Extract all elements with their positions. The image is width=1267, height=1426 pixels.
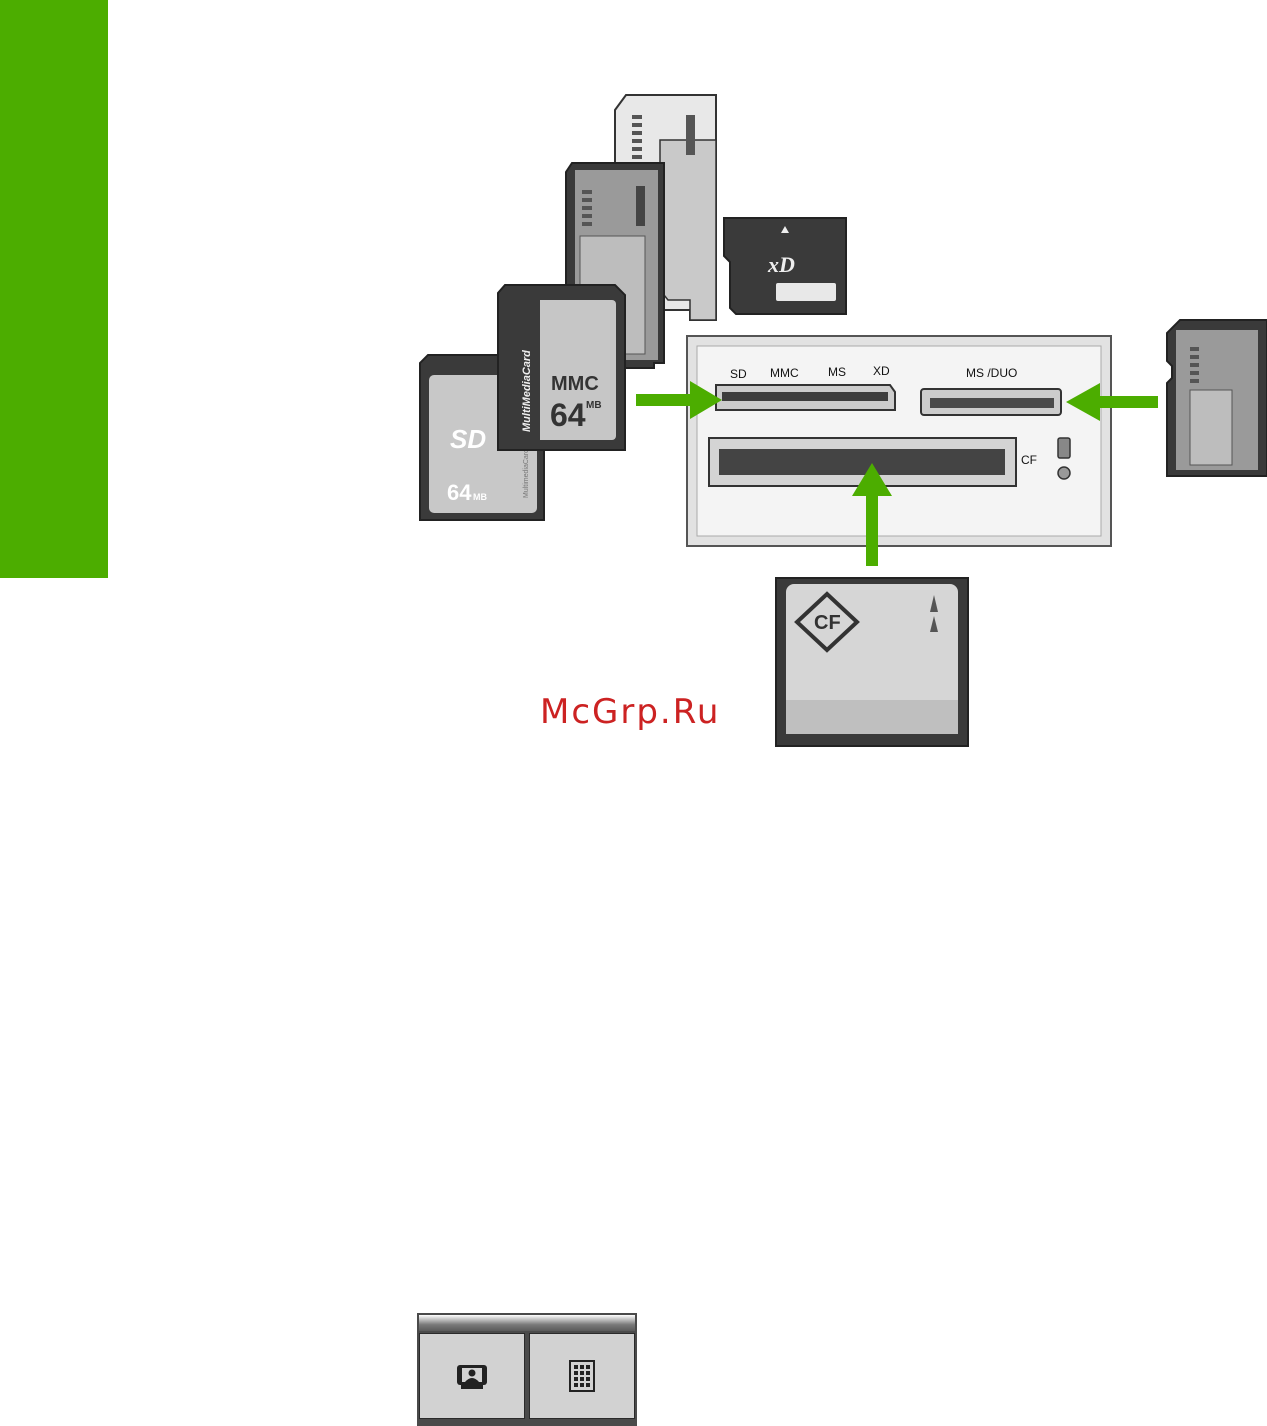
keypad-button[interactable]: [529, 1333, 635, 1419]
watermark: McGrp.Ru: [540, 692, 720, 732]
mmc-side-text: MultiMediaCard: [521, 350, 533, 432]
card-reader-diagram: xD SD 64 MB MultimediaCard MultiMediaCar…: [0, 0, 1267, 760]
mmc-card: MultiMediaCard MMC 64 MB: [498, 285, 625, 450]
memory-stick-duo-card: [1167, 320, 1267, 476]
compactflash-card: CF: [776, 578, 968, 746]
xd-logo: xD: [767, 252, 795, 277]
status-light: [1058, 467, 1070, 479]
mmc-capacity: 64: [550, 397, 586, 433]
photo-button[interactable]: [419, 1333, 525, 1419]
sd-capacity: 64: [447, 480, 472, 505]
mmc-capacity-unit: MB: [586, 400, 602, 411]
sd-logo: SD: [450, 424, 486, 454]
control-panel: [417, 1313, 637, 1426]
sd-side-text: MultimediaCard: [523, 449, 530, 498]
sd-capacity-unit: MB: [473, 492, 487, 502]
xd-card: xD: [724, 218, 846, 314]
slot-label-xd: XD: [873, 364, 890, 378]
slot-label-mmc: MMC: [770, 366, 799, 380]
keypad-icon: [569, 1360, 595, 1392]
panel-top-strip: [419, 1315, 635, 1331]
slot-label-ms: MS: [828, 365, 846, 379]
slot-label-sd: SD: [730, 367, 747, 381]
card-reader-slots: SD MMC MS XD MS /DUO CF: [687, 336, 1111, 546]
mmc-brand: MMC: [551, 373, 599, 395]
photo-icon: [455, 1361, 489, 1391]
slot-label-ms-duo: MS /DUO: [966, 366, 1017, 380]
cf-logo: CF: [814, 612, 841, 634]
status-led: [1058, 438, 1070, 458]
slot-label-cf: CF: [1021, 453, 1037, 467]
